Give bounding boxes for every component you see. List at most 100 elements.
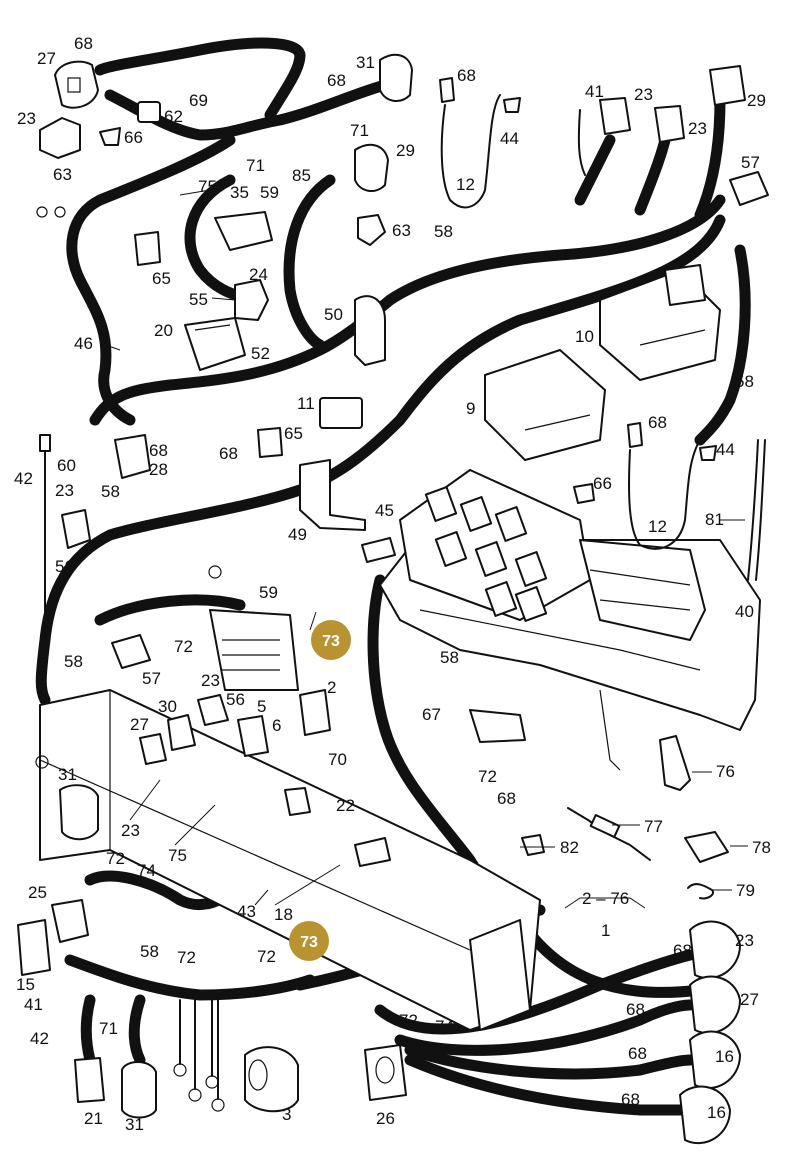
label-58: 58: [101, 482, 120, 501]
label-56: 56: [55, 557, 74, 576]
label-68: 68: [149, 441, 168, 460]
label-28: 28: [149, 460, 168, 479]
label-68: 68: [626, 1000, 645, 1019]
label-25: 25: [28, 883, 47, 902]
label-71: 71: [350, 121, 369, 140]
highlight-circle: [311, 620, 351, 660]
label-2: 2: [327, 678, 336, 697]
label-11: 11: [297, 394, 315, 413]
label-55: 55: [189, 290, 208, 309]
label-40: 40: [735, 602, 754, 621]
label-18: 18: [274, 905, 293, 924]
label-43: 43: [237, 902, 256, 921]
label-68: 68: [628, 1044, 647, 1063]
label-46: 46: [74, 334, 93, 353]
label-23: 23: [55, 481, 74, 500]
body-structures: [39, 295, 766, 1031]
label-2-76: 2 – 76: [582, 889, 629, 908]
label-5: 5: [257, 697, 266, 716]
label-50: 50: [324, 305, 343, 324]
label-20: 20: [154, 321, 173, 340]
label-29: 29: [396, 141, 415, 160]
label-72: 72: [478, 767, 497, 786]
label-85: 85: [292, 166, 311, 185]
label-42: 42: [30, 1029, 49, 1048]
label-24: 24: [249, 265, 268, 284]
label-68: 68: [327, 71, 346, 90]
label-23: 23: [121, 821, 140, 840]
label-68: 68: [621, 1090, 640, 1109]
label-63: 63: [392, 221, 411, 240]
highlight-marker-73-bottom[interactable]: 73: [289, 921, 329, 961]
label-74: 74: [435, 1017, 454, 1036]
label-49: 49: [288, 525, 307, 544]
label-6: 6: [272, 716, 281, 735]
highlight-label: 73: [322, 633, 340, 650]
label-58: 58: [64, 652, 83, 671]
label-63: 63: [53, 165, 72, 184]
label-31: 31: [125, 1115, 144, 1134]
label-68: 68: [497, 789, 516, 808]
label-72: 72: [106, 849, 125, 868]
label-16: 16: [707, 1103, 726, 1122]
label-81: 81: [705, 510, 724, 529]
label-23: 23: [17, 109, 36, 128]
label-16: 16: [715, 1047, 734, 1066]
label-72: 72: [399, 1011, 418, 1030]
label-62: 62: [164, 107, 183, 126]
label-67: 67: [422, 705, 441, 724]
label-23: 23: [735, 931, 754, 950]
label-12: 12: [648, 517, 667, 536]
label-58: 58: [735, 372, 754, 391]
label-71: 71: [246, 156, 265, 175]
label-72: 72: [257, 947, 276, 966]
label-72: 72: [177, 948, 196, 967]
label-56: 56: [226, 690, 245, 709]
part-labels: 68 27 23 66 62 69 68 31 71 71 85 29 75 3…: [14, 34, 771, 1134]
label-31: 31: [58, 765, 77, 784]
label-68: 68: [74, 34, 93, 53]
label-57: 57: [142, 669, 161, 688]
label-23: 23: [201, 671, 220, 690]
label-74: 74: [137, 861, 156, 880]
label-59: 59: [259, 583, 278, 602]
label-22: 22: [336, 796, 355, 815]
label-58: 58: [434, 222, 453, 241]
label-27: 27: [130, 715, 149, 734]
label-82: 82: [560, 838, 579, 857]
label-23: 23: [688, 119, 707, 138]
label-29: 29: [747, 91, 766, 110]
label-79: 79: [736, 881, 755, 900]
label-57: 57: [741, 153, 760, 172]
highlight-marker-73-top[interactable]: 73: [311, 620, 351, 660]
label-58: 58: [440, 648, 459, 667]
label-21: 21: [84, 1109, 103, 1128]
label-68: 68: [457, 66, 476, 85]
label-71: 71: [99, 1019, 118, 1038]
label-68: 68: [673, 941, 692, 960]
label-9: 9: [466, 399, 475, 418]
label-44: 44: [500, 129, 519, 148]
label-69: 69: [189, 91, 208, 110]
label-27: 27: [37, 49, 56, 68]
label-26: 26: [376, 1109, 395, 1128]
label-68: 68: [648, 413, 667, 432]
label-35: 35: [230, 183, 249, 202]
label-52: 52: [251, 344, 270, 363]
highlight-circle: [289, 921, 329, 961]
highlight-label: 73: [300, 934, 318, 951]
label-65: 65: [152, 269, 171, 288]
label-1: 1: [601, 921, 610, 940]
label-44: 44: [716, 440, 735, 459]
leader-lines: [99, 189, 748, 909]
label-58: 58: [140, 942, 159, 961]
label-41: 41: [585, 82, 604, 101]
label-27: 27: [740, 990, 759, 1009]
label-60: 60: [57, 456, 76, 475]
label-75: 75: [198, 177, 217, 196]
label-12: 12: [456, 175, 475, 194]
label-78: 78: [752, 838, 771, 857]
label-66: 66: [593, 474, 612, 493]
label-31: 31: [356, 53, 375, 72]
